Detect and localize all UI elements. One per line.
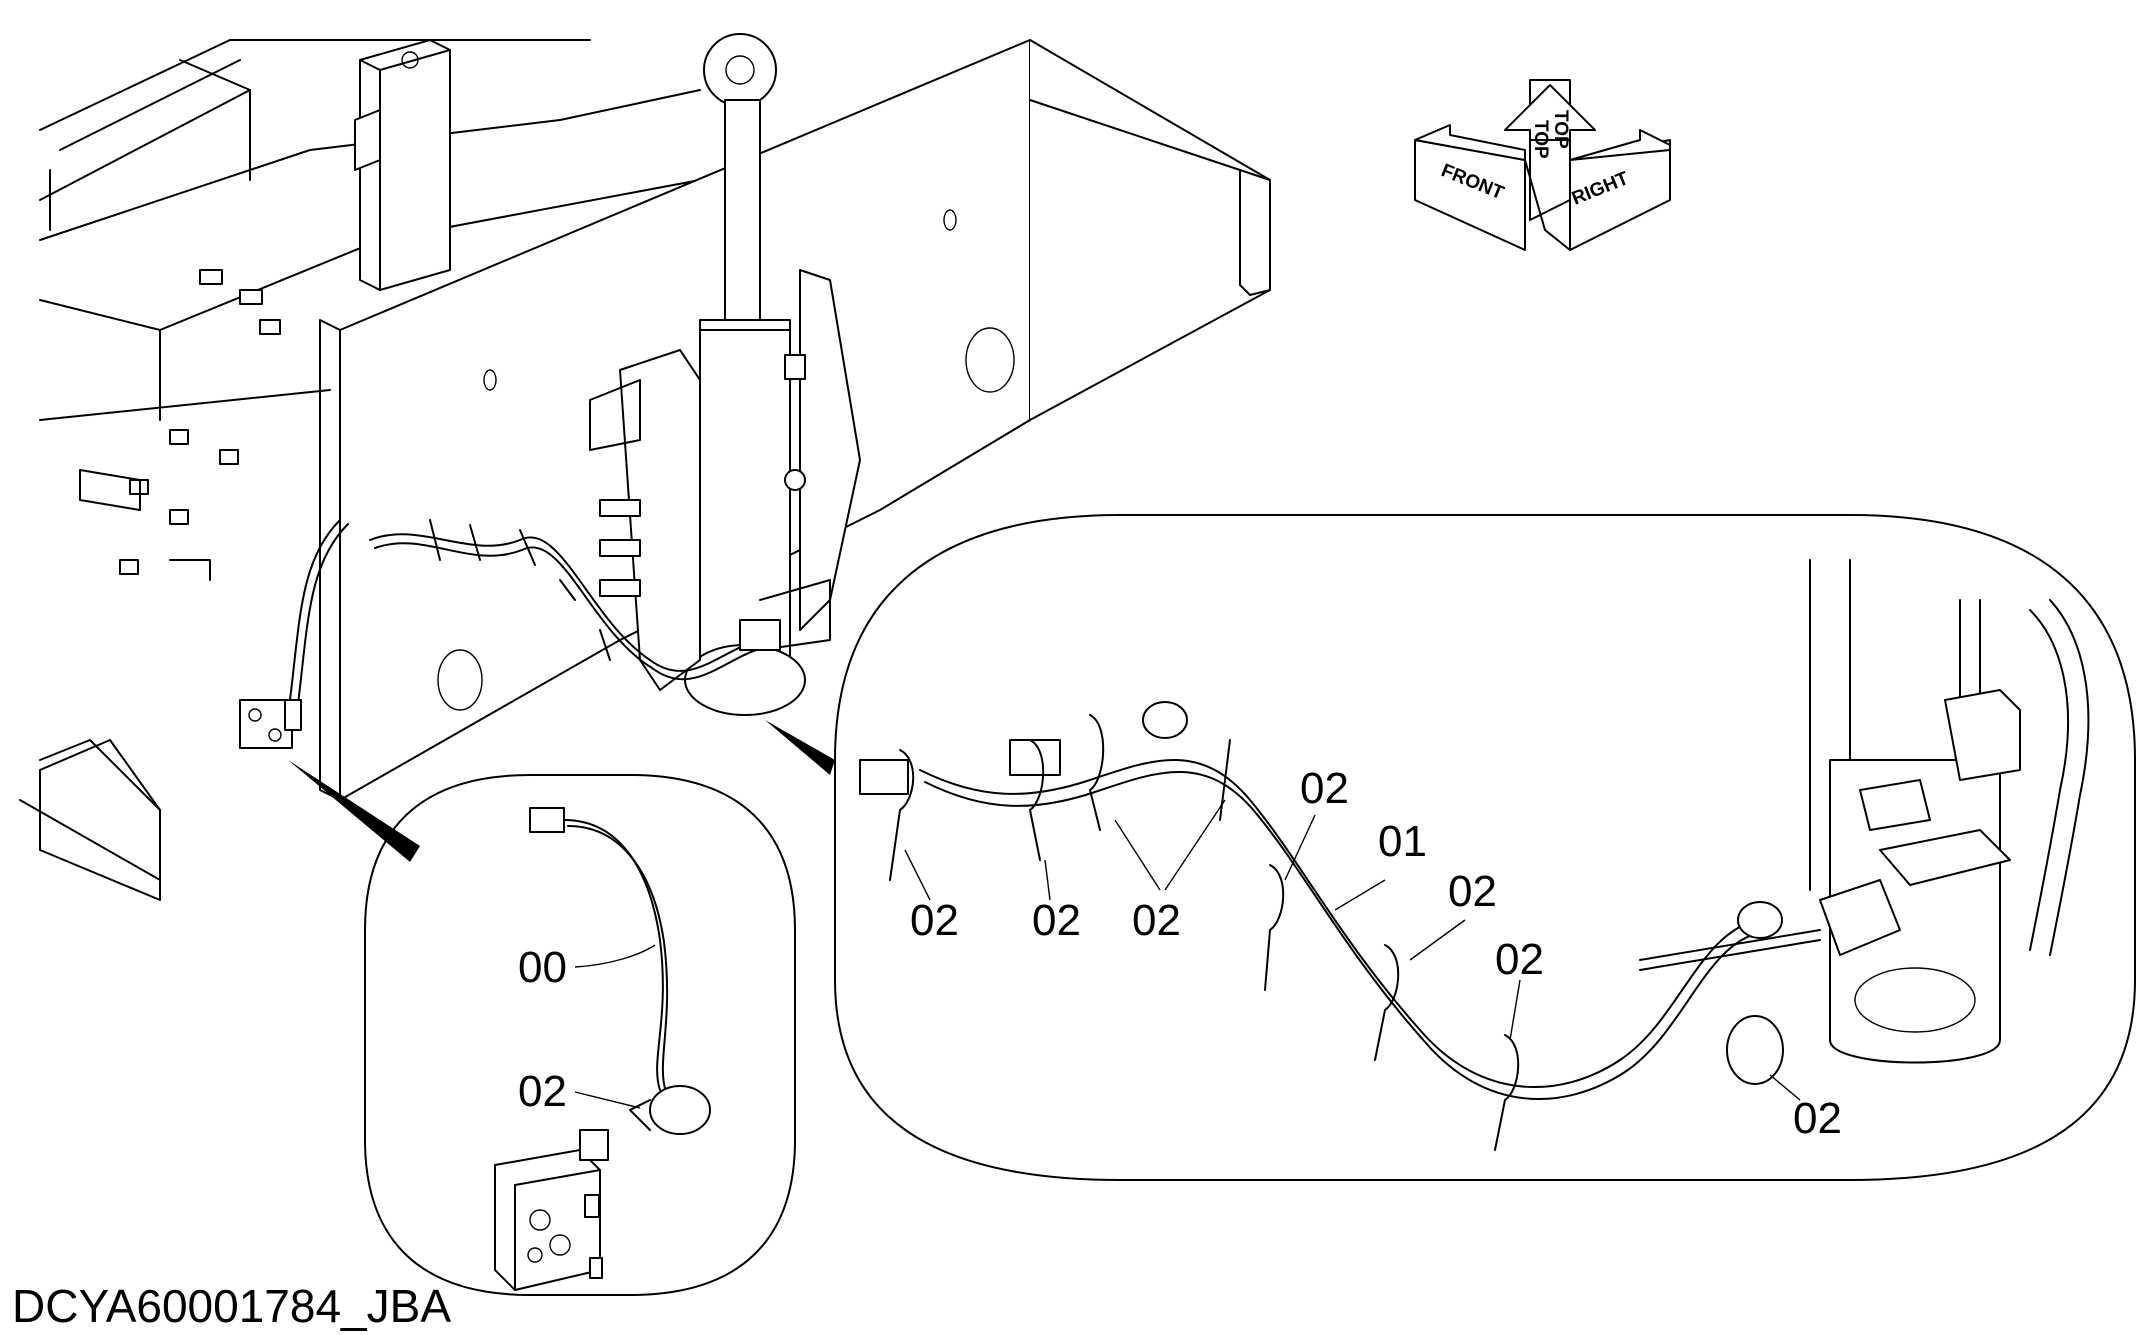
- detail-right: 02 02 02 02 01 02 02 02: [765, 514, 2136, 1181]
- callout-02-f: 02: [1495, 935, 1544, 984]
- callout-02-g: 02: [1793, 1094, 1842, 1143]
- callout-02-a: 02: [910, 896, 959, 945]
- callout-02-e: 02: [1448, 867, 1497, 916]
- hydraulic-cylinder: [589, 33, 861, 716]
- detail-left: 00 02: [288, 760, 796, 1296]
- harness-main-view: [239, 519, 781, 749]
- callout-02-b: 02: [1032, 896, 1081, 945]
- callout-02-left: 02: [518, 1067, 567, 1116]
- drawing-code: DCYA60001784_JBA: [12, 1280, 451, 1332]
- direction-top-1: TOP: [1530, 120, 1551, 159]
- callout-02-d: 02: [1300, 764, 1349, 813]
- direction-arrows: TOP TOP FRONT RIGHT: [1414, 79, 1671, 251]
- callout-02-c: 02: [1132, 896, 1181, 945]
- callout-01: 01: [1378, 817, 1427, 866]
- direction-top-2: TOP: [1550, 110, 1571, 149]
- callout-00: 00: [518, 943, 567, 992]
